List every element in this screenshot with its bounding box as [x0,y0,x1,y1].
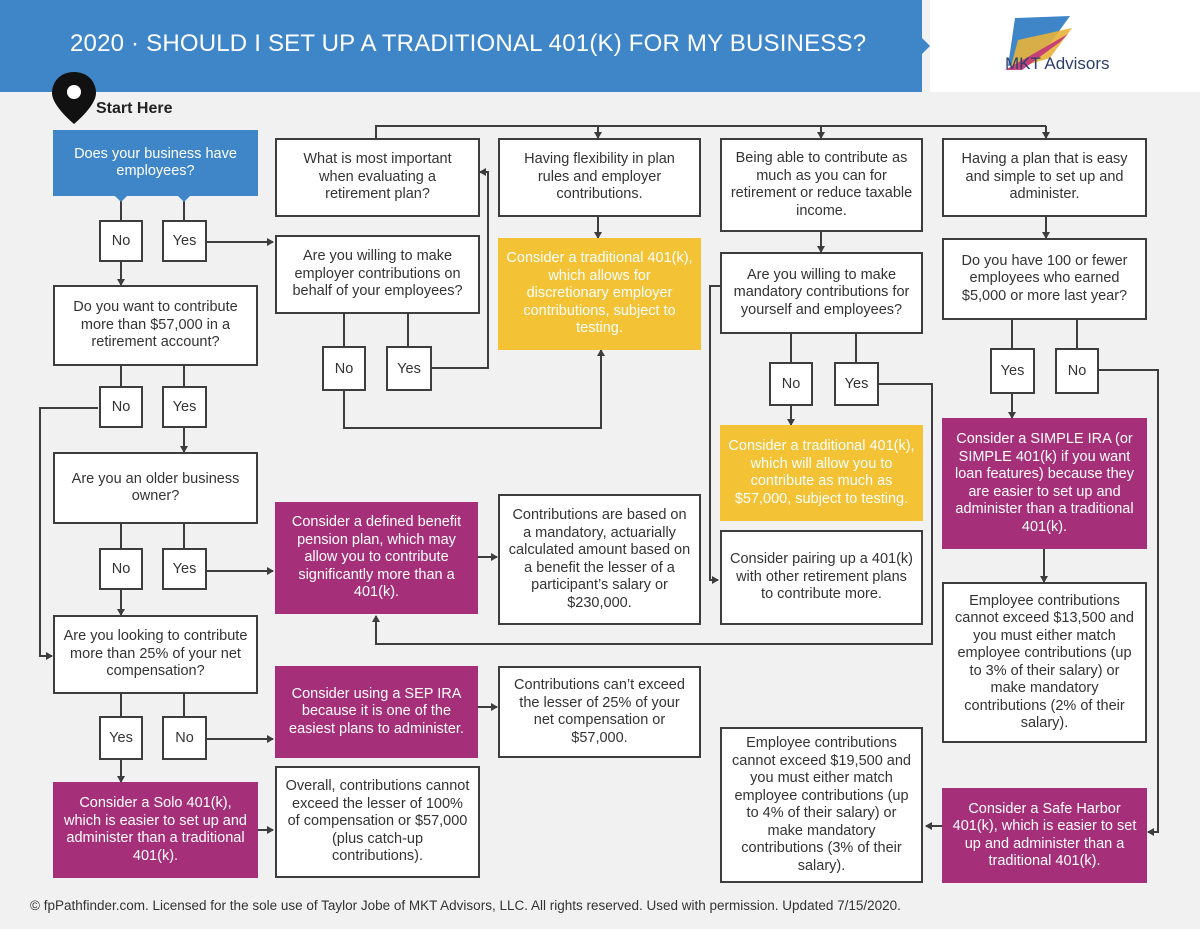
answer-no: No [99,386,143,428]
logo-text: MKT Advisors [1005,54,1110,73]
answer-no: No [162,716,207,760]
node-hundred-employees: Do you have 100 or fewer employees who e… [942,238,1147,320]
node-safe-harbor-limits: Employee contributions cannot exceed $19… [720,727,923,883]
answer-no: No [99,220,143,262]
map-pin-icon [52,72,96,124]
answer-yes: Yes [162,220,207,262]
node-pairing: Consider pairing up a 401(k) with other … [720,530,923,625]
node-contribute-25pct: Are you looking to contribute more than … [53,615,258,694]
footer-text: © fpPathfinder.com. Licensed for the sol… [30,898,901,913]
node-older-owner: Are you an older business owner? [53,452,258,524]
node-easy-simple: Having a plan that is easy and simple to… [942,138,1147,217]
answer-no: No [1055,348,1099,394]
node-simple-ira: Consider a SIMPLE IRA (or SIMPLE 401(k) … [942,418,1147,549]
node-contribute-57k: Do you want to contribute more than $57,… [53,285,258,366]
answer-no: No [322,346,366,391]
start-label: Start Here [96,100,173,117]
answer-no: No [99,548,143,590]
answer-yes: Yes [386,346,432,391]
node-what-important: What is most important when evaluating a… [275,138,480,217]
logo [930,0,1200,92]
logo-mark [1005,16,1072,70]
answer-yes: Yes [99,716,143,760]
answer-yes: Yes [162,548,207,590]
page-title: 2020 · SHOULD I SET UP A TRADITIONAL 401… [70,30,867,57]
answer-yes: Yes [990,348,1035,394]
node-has-employees: Does your business have employees? [53,130,258,196]
answer-no: No [769,362,813,406]
answer-yes: Yes [834,362,879,406]
node-sep-ira: Consider using a SEP IRA because it is o… [275,666,478,758]
node-willing-mandatory: Are you willing to make mandatory contri… [720,252,923,334]
node-simple-limits: Employee contributions cannot exceed $13… [942,582,1147,743]
node-trad-discretionary: Consider a traditional 401(k), which all… [498,238,701,350]
node-db-limits: Contributions are based on a mandatory, … [498,494,701,625]
node-contribute-max: Being able to contribute as much as you … [720,138,923,232]
node-solo-401k: Consider a Solo 401(k), which is easier … [53,782,258,878]
node-safe-harbor: Consider a Safe Harbor 401(k), which is … [942,788,1147,883]
node-solo-limits: Overall, contributions cannot exceed the… [275,766,480,878]
header-banner [0,0,922,92]
node-flexibility: Having flexibility in plan rules and emp… [498,138,701,217]
node-defined-benefit: Consider a defined benefit pension plan,… [275,502,478,614]
node-sep-limits: Contributions can’t exceed the lesser of… [498,666,701,758]
header-arrow [922,38,930,54]
answer-yes: Yes [162,386,207,428]
node-willing-employer: Are you willing to make employer contrib… [275,235,480,314]
node-trad-max: Consider a traditional 401(k), which wil… [720,425,923,521]
